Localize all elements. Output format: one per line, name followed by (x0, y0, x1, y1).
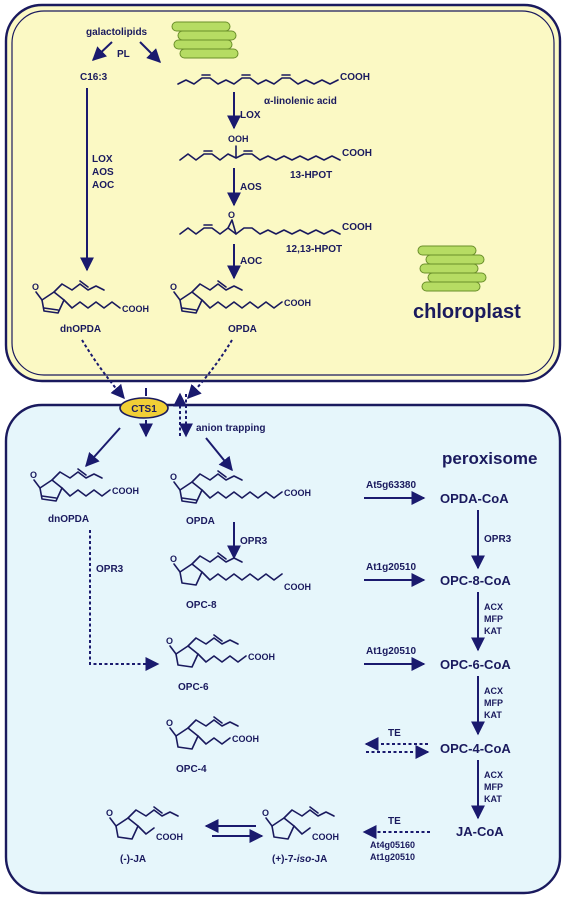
opda-label-peroxisome: OPDA (186, 516, 215, 527)
ketone-o-opda-px: O (170, 472, 177, 482)
cooh-opc6: COOH (248, 652, 275, 662)
arrow-to-opda-perox (205, 437, 233, 472)
lox-label: LOX (240, 110, 261, 121)
cooh-dnopda-cp: COOH (122, 304, 149, 314)
ketone-o-opc4: O (166, 718, 173, 728)
acx1-label: ACX (484, 602, 503, 612)
ja-minus-structure (109, 806, 179, 840)
ja-plus-structure (265, 806, 335, 840)
hpot-structure (179, 145, 341, 161)
lox-left-label: LOX (92, 154, 113, 165)
peroxisome-label: peroxisome (442, 449, 537, 468)
hpot-label: 13-HPOT (290, 170, 332, 181)
ja-plus-label: (+)-7-iso-JA (272, 854, 327, 865)
cooh-label-linolenic: COOH (340, 72, 370, 83)
ketone-o-dnopda-px: O (30, 470, 37, 480)
thylakoid-stack-right (417, 245, 487, 292)
mfp1-label: MFP (484, 614, 503, 624)
opda-label-chloroplast: OPDA (228, 324, 257, 335)
arrow-opda-export (187, 339, 233, 400)
cooh-ja-minus: COOH (156, 832, 183, 842)
chloroplast-membrane-inner (11, 10, 555, 376)
linolenic-acid-label: α-linolenic acid (264, 96, 337, 107)
c163-label: C16:3 (80, 72, 108, 83)
cooh-ja-plus: COOH (312, 832, 339, 842)
acx2-label: ACX (484, 686, 503, 696)
linolenic-acid-structure (177, 74, 339, 85)
aos-left-label: AOS (92, 167, 114, 178)
cooh-opda-px: COOH (284, 488, 311, 498)
kat3-label: KAT (484, 794, 502, 804)
te2-label: TE (388, 816, 401, 827)
opc8-coa-label: OPC-8-CoA (440, 573, 511, 588)
opda-structure-chloroplast (173, 280, 283, 314)
cooh-opda-cp: COOH (284, 298, 311, 308)
eot-label: 12,13-HPOT (286, 244, 342, 255)
opda-coa-label: OPDA-CoA (440, 491, 509, 506)
ooh-label: OOH (228, 134, 249, 144)
gene-ja2-label: At1g20510 (370, 852, 415, 862)
cts1-transporter (119, 397, 169, 419)
thylakoid-stack-top (171, 21, 239, 59)
opr3-opda-label: OPR3 (240, 536, 268, 547)
mfp2-label: MFP (484, 698, 503, 708)
opc8-structure (173, 552, 283, 586)
opc4-coa-label: OPC-4-CoA (440, 741, 511, 756)
ketone-o-ja-minus: O (106, 808, 113, 818)
dnopda-structure-chloroplast (35, 280, 121, 314)
chloroplast-membrane-outer (4, 3, 562, 383)
aoc-left-label: AOC (92, 180, 114, 191)
galactolipids-label: galactolipids (86, 27, 148, 38)
gene3-label: At1g20510 (366, 646, 416, 657)
mfp3-label: MFP (484, 782, 503, 792)
opda-structure-peroxisome (173, 470, 283, 504)
acx3-label: ACX (484, 770, 503, 780)
cooh-label-hpot: COOH (342, 148, 372, 159)
opr3-dn-label: OPR3 (96, 564, 124, 575)
aoc-label: AOC (240, 256, 262, 267)
dnopda-structure-peroxisome (33, 468, 111, 502)
chloroplast-label: chloroplast (413, 301, 521, 323)
ketone-o-opc6: O (166, 636, 173, 646)
ja-minus-label: (-)-JA (120, 854, 146, 865)
opc6-coa-label: OPC-6-CoA (440, 657, 511, 672)
arrow-to-dnopda-perox (85, 427, 121, 468)
arrow-dnopda-to-opc6 (89, 530, 160, 671)
te1-label: TE (388, 728, 401, 739)
opc4-structure (169, 716, 239, 750)
opc6-structure (169, 634, 247, 668)
epoxide-o-label: O (228, 210, 235, 220)
opr3-coa-label: OPR3 (484, 534, 512, 545)
cooh-opc8: COOH (284, 582, 311, 592)
cooh-label-eot: COOH (342, 222, 372, 233)
eot-structure (179, 219, 341, 235)
opc4-label: OPC-4 (176, 764, 207, 775)
gene1-label: At5g63380 (366, 480, 416, 491)
anion-trapping-label: anion trapping (196, 423, 265, 434)
kat1-label: KAT (484, 626, 502, 636)
arrow-dnopda-export (81, 339, 125, 400)
dnopda-label-chloroplast: dnOPDA (60, 324, 101, 335)
gene2-label: At1g20510 (366, 562, 416, 573)
arrow-pl-to-c163 (91, 41, 113, 61)
peroxisome-membrane (4, 403, 562, 895)
ketone-o-ja-plus: O (262, 808, 269, 818)
ja-coa-label: JA-CoA (456, 824, 504, 839)
aos-label: AOS (240, 182, 262, 193)
opc8-label: OPC-8 (186, 600, 217, 611)
ketone-o-opda-cp: O (170, 282, 177, 292)
arrow-pl-to-linolenic (139, 41, 161, 63)
opc6-label: OPC-6 (178, 682, 209, 693)
cts1-label: CTS1 (131, 404, 157, 415)
ketone-o-opc8: O (170, 554, 177, 564)
ketone-o-dnopda-cp: O (32, 282, 39, 292)
kat2-label: KAT (484, 710, 502, 720)
cooh-opc4: COOH (232, 734, 259, 744)
cooh-dnopda-px: COOH (112, 486, 139, 496)
dnopda-label-peroxisome: dnOPDA (48, 514, 89, 525)
gene-ja1-label: At4g05160 (370, 840, 415, 850)
pl-enzyme-label: PL (117, 49, 130, 60)
